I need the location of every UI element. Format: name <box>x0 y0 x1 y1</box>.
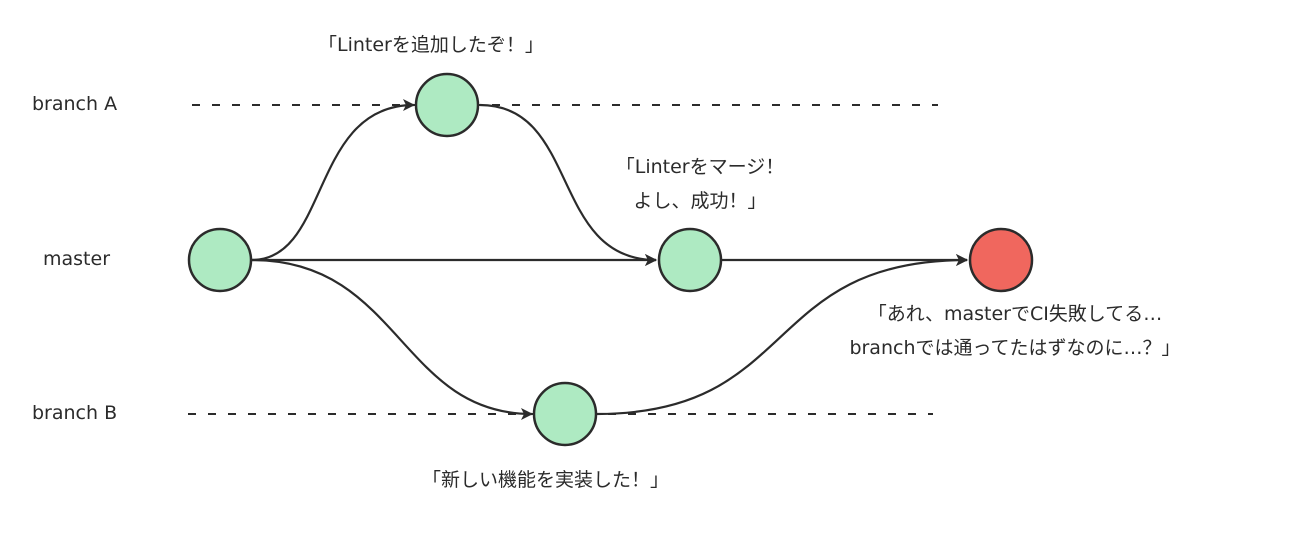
note-branch-a-commit: 「Linterを追加したぞ！」 <box>318 34 544 56</box>
edge-master-to-branch-a <box>251 99 415 262</box>
commit-node-master-start[interactable] <box>187 227 253 293</box>
edge-branch-b-to-failed <box>596 254 968 416</box>
note-ci-failed-line2: branchでは通ってたはずなのに…？」 <box>849 337 1181 359</box>
edge-master-to-branch-b <box>251 258 533 420</box>
lane-label-branch-a: branch A <box>32 93 118 115</box>
edge-branch-a-to-merge-a <box>479 103 657 266</box>
commit-node-master-failed[interactable] <box>968 227 1034 293</box>
lane-label-master: master <box>43 248 111 270</box>
commit-node-branch-b[interactable] <box>532 381 598 447</box>
note-merge-a-line1: 「Linterをマージ！ <box>615 156 785 178</box>
note-ci-failed: 「あれ、masterでCI失敗してる… branchでは通ってたはずなのに…？」 <box>820 297 1210 365</box>
note-merge-a-line2: よし、成功！」 <box>633 190 767 212</box>
note-branch-b-commit: 「新しい機能を実装した！」 <box>422 469 670 491</box>
commit-node-master-merge-a[interactable] <box>657 227 723 293</box>
commit-node-branch-a[interactable] <box>414 72 480 138</box>
lane-label-branch-b: branch B <box>32 402 118 424</box>
note-merge-a: 「Linterをマージ！ よし、成功！」 <box>600 150 800 218</box>
note-ci-failed-line1: 「あれ、masterでCI失敗してる… <box>867 303 1163 325</box>
